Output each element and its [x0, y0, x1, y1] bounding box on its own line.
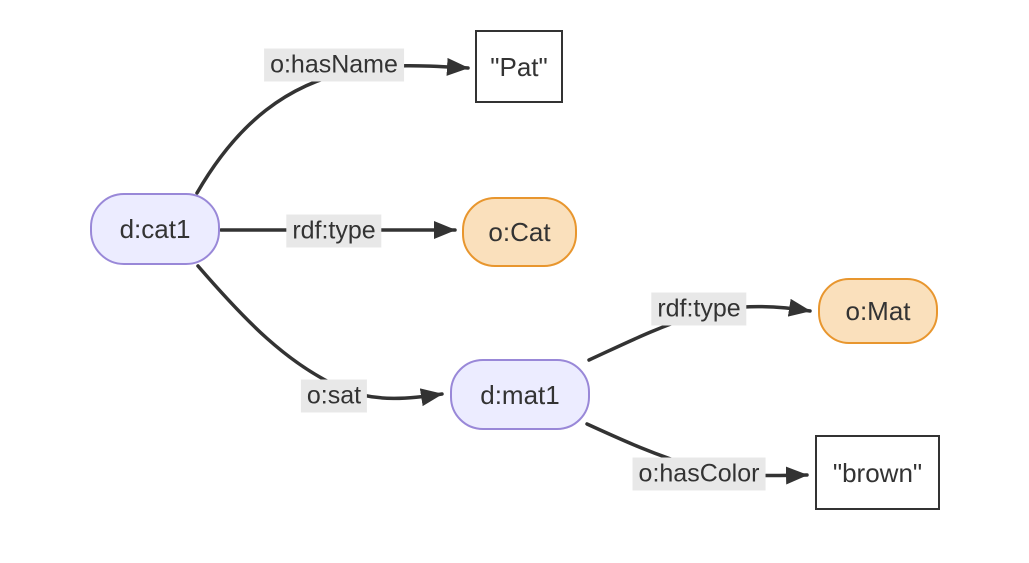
- node-d-cat1: d:cat1: [90, 193, 220, 265]
- node-d-mat1: d:mat1: [450, 359, 590, 430]
- edge-label-hasname: o:hasName: [264, 48, 404, 82]
- edge-label-rdftype-cat: rdf:type: [286, 214, 382, 248]
- node-o-cat: o:Cat: [462, 197, 577, 267]
- node-brown-literal: "brown": [815, 435, 940, 510]
- node-d-mat1-label: d:mat1: [480, 379, 560, 410]
- edge-label-sat: o:sat: [300, 379, 368, 413]
- node-brown-literal-label: "brown": [832, 457, 923, 488]
- edge-cat1-hasname-pat: [195, 57, 470, 195]
- edge-label-hascolor: o:hasColor: [632, 457, 766, 491]
- node-d-cat1-label: d:cat1: [119, 214, 191, 244]
- node-pat-literal-label: "Pat": [490, 51, 548, 82]
- node-pat-literal: "Pat": [475, 30, 563, 103]
- edge-label-rdftype-mat: rdf:type: [651, 292, 747, 326]
- node-o-cat-label: o:Cat: [488, 217, 551, 247]
- node-o-mat-label: o:Mat: [845, 296, 911, 326]
- node-o-mat: o:Mat: [818, 278, 938, 344]
